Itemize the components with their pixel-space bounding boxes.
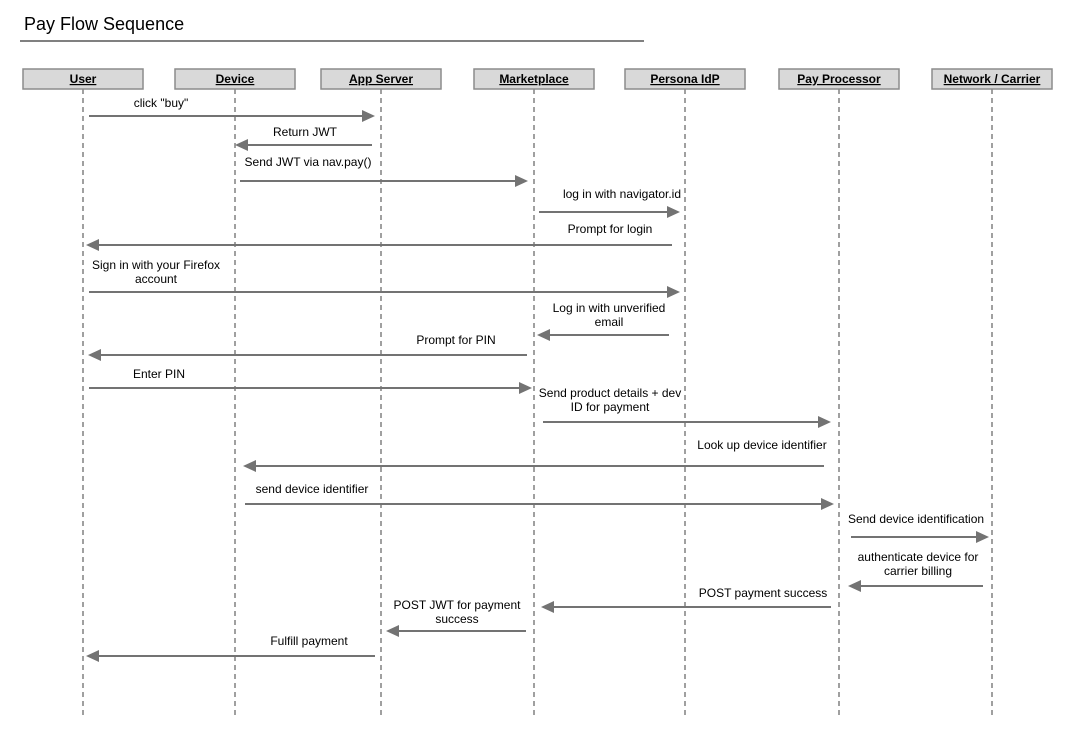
actor-app-server: App Server — [320, 68, 442, 90]
actor-label: Pay Processor — [797, 72, 881, 86]
actor-box — [320, 68, 442, 90]
arrowhead-icon — [976, 531, 989, 543]
actor-network: Network / Carrier — [931, 68, 1053, 90]
message-8: Prompt for PIN — [88, 333, 527, 361]
message-label: Log in with unverified — [553, 301, 666, 315]
arrowhead-icon — [515, 175, 528, 187]
message-label: Look up device identifier — [697, 438, 826, 452]
message-label: send device identifier — [256, 482, 369, 496]
actor-persona: Persona IdP — [624, 68, 746, 90]
actor-label: Marketplace — [499, 72, 569, 86]
message-3: Send JWT via nav.pay() — [240, 155, 528, 187]
message-15: POST payment success — [541, 586, 831, 613]
message-label: POST JWT for payment — [394, 598, 522, 612]
arrowhead-icon — [235, 139, 248, 151]
message-label: log in with navigator.id — [563, 187, 681, 201]
diagram-title: Pay Flow Sequence — [24, 14, 184, 34]
arrowhead-icon — [667, 286, 680, 298]
arrowhead-icon — [86, 239, 99, 251]
message-label: click "buy" — [134, 96, 189, 110]
message-5: Prompt for login — [86, 222, 672, 251]
arrowhead-icon — [88, 349, 101, 361]
message-label: Send JWT via nav.pay() — [245, 155, 372, 169]
message-2: Return JWT — [235, 125, 372, 151]
arrowhead-icon — [537, 329, 550, 341]
actor-label: Persona IdP — [650, 72, 719, 86]
arrowhead-icon — [243, 460, 256, 472]
message-label: ID for payment — [571, 400, 650, 414]
message-label: POST payment success — [699, 586, 828, 600]
actor-marketplace: Marketplace — [473, 68, 595, 90]
arrowhead-icon — [848, 580, 861, 592]
arrowhead-icon — [541, 601, 554, 613]
arrowhead-icon — [386, 625, 399, 637]
actor-box — [174, 68, 296, 90]
actor-label: User — [70, 72, 97, 86]
message-label: email — [595, 315, 624, 329]
message-13: Send device identification — [848, 512, 989, 543]
actor-device: Device — [174, 68, 296, 90]
message-label: success — [435, 612, 478, 626]
message-1: click "buy" — [89, 96, 375, 122]
arrowhead-icon — [519, 382, 532, 394]
message-label: Sign in with your Firefox — [92, 258, 220, 272]
message-list: click "buy" Return JWT Send JWT via nav.pa… — [86, 96, 989, 662]
actor-label: App Server — [349, 72, 413, 86]
message-label: account — [135, 272, 178, 286]
actor-pay-processor: Pay Processor — [778, 68, 900, 90]
lifelines — [82, 89, 993, 718]
actor-box — [473, 68, 595, 90]
actor-label: Device — [216, 72, 255, 86]
arrowhead-icon — [362, 110, 375, 122]
actor-label: Network / Carrier — [944, 72, 1041, 86]
message-11: Look up device identifier — [243, 438, 827, 472]
message-label: Send device identification — [848, 512, 984, 526]
message-12: send device identifier — [245, 482, 834, 510]
message-label: Prompt for login — [568, 222, 653, 236]
message-label: Enter PIN — [133, 367, 185, 381]
message-17: Fulfill payment — [86, 634, 375, 662]
message-9: Enter PIN — [89, 367, 532, 394]
arrowhead-icon — [818, 416, 831, 428]
message-label: carrier billing — [884, 564, 952, 578]
message-label: Return JWT — [273, 125, 338, 139]
actor-box — [624, 68, 746, 90]
message-4: log in with navigator.id — [539, 187, 681, 218]
arrowhead-icon — [86, 650, 99, 662]
message-label: Prompt for PIN — [416, 333, 495, 347]
message-label: authenticate device for — [858, 550, 979, 564]
actor-box — [22, 68, 144, 90]
arrowhead-icon — [667, 206, 680, 218]
arrowhead-icon — [821, 498, 834, 510]
message-label: Fulfill payment — [270, 634, 348, 648]
message-label: Send product details + dev — [539, 386, 681, 400]
actor-box — [778, 68, 900, 90]
actor-user: User — [22, 68, 144, 90]
actor-box — [931, 68, 1053, 90]
actor-row: User Device App Server Marketplace Persona I… — [22, 68, 1053, 90]
